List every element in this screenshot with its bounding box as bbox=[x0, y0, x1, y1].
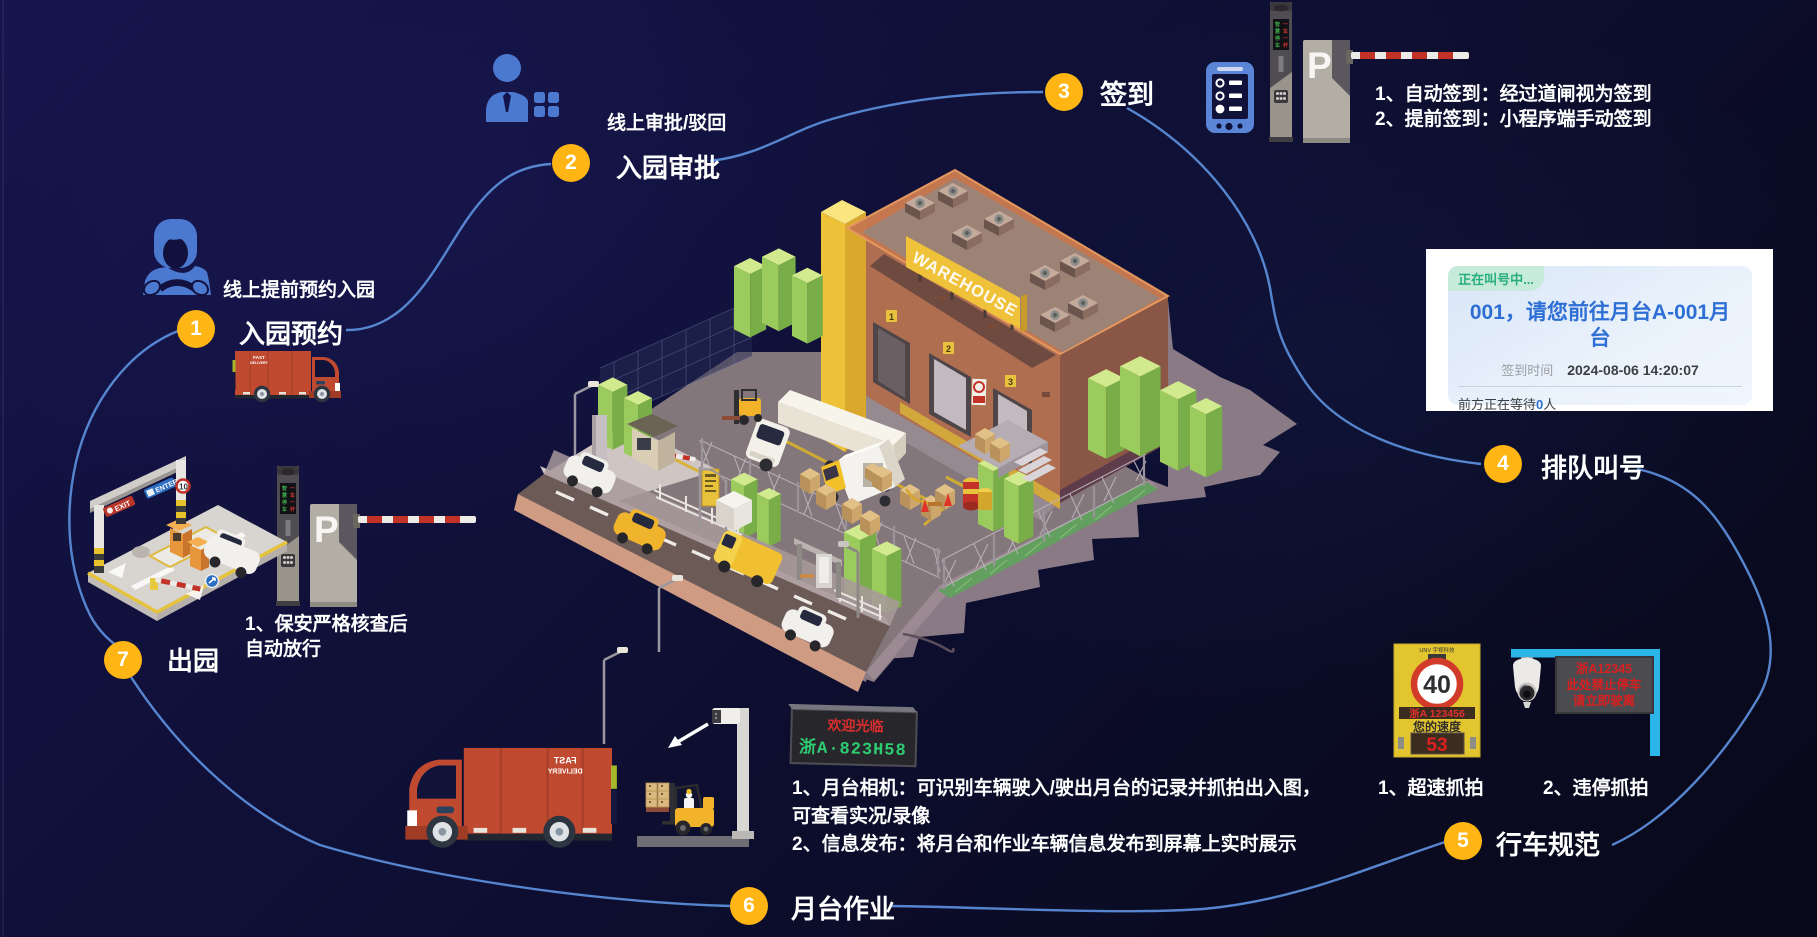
svg-text:UNV 宇视科技: UNV 宇视科技 bbox=[1419, 646, 1455, 654]
svg-text:10: 10 bbox=[179, 483, 188, 492]
svg-text:浙A 123456: 浙A 123456 bbox=[1409, 707, 1465, 720]
svg-text:欢迎光临: 欢迎光临 bbox=[826, 717, 883, 734]
svg-text:请立即驶离: 请立即驶离 bbox=[1573, 693, 1636, 708]
svg-text:53: 53 bbox=[1426, 735, 1447, 756]
svg-text:2: 2 bbox=[946, 344, 951, 354]
svg-text:40: 40 bbox=[1423, 671, 1451, 699]
svg-text:3: 3 bbox=[1008, 377, 1013, 387]
svg-text:浙A12345: 浙A12345 bbox=[1576, 661, 1632, 676]
svg-text:1: 1 bbox=[889, 312, 894, 322]
svg-text:您的速度: 您的速度 bbox=[1413, 719, 1462, 734]
svg-text:此处禁止停车: 此处禁止停车 bbox=[1566, 677, 1642, 692]
